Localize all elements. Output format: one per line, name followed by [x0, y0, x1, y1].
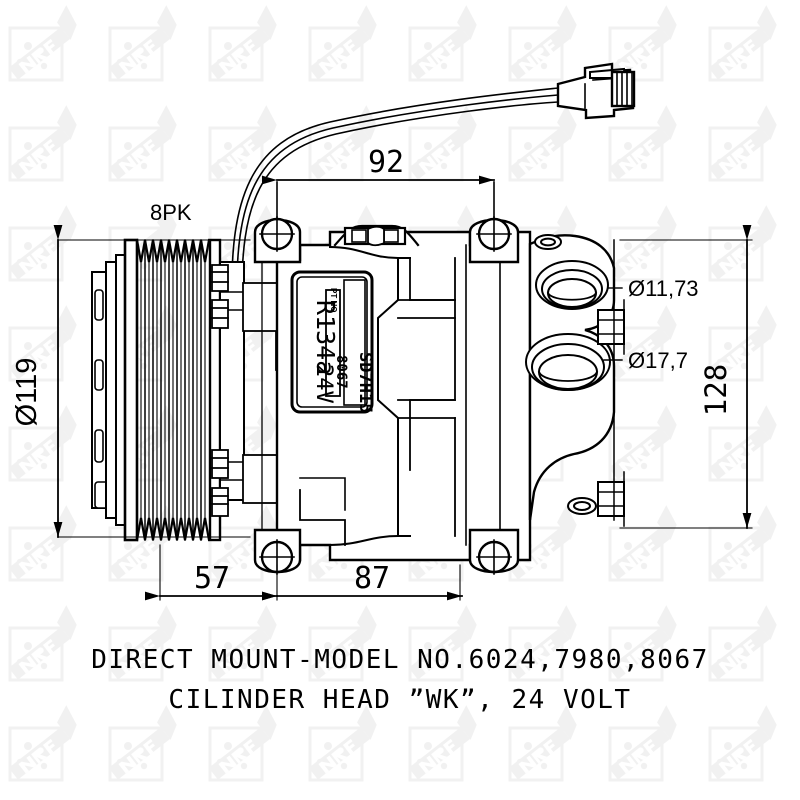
dimension-label-port-large: Ø17,7	[628, 348, 688, 373]
nameplate	[290, 270, 374, 414]
nameplate-voltage: 24V	[311, 364, 336, 404]
rear-head-ports	[525, 234, 625, 527]
belt-type-label: 8PK	[150, 200, 192, 225]
port-upper	[535, 260, 609, 310]
nameplate-part-number-caption: PT NO	[329, 288, 338, 312]
nameplate-part-number: 8067	[333, 355, 349, 389]
dimension-label-92: 92	[368, 145, 404, 180]
dimension-label-119: Ø119	[11, 358, 43, 427]
port-leader-lines	[603, 287, 623, 361]
clutch-wire-harness	[231, 87, 559, 305]
clutch-pulley-assembly	[91, 238, 222, 542]
mounting-ears	[253, 216, 520, 575]
nameplate-model: SD7H15	[355, 352, 375, 413]
dimension-label-57: 57	[194, 561, 230, 596]
dimension-label-87: 87	[354, 561, 390, 596]
electrical-connector	[556, 62, 636, 120]
rear-head-bolt-eyes	[534, 234, 597, 515]
nameplate-refrigerant: R134a	[311, 300, 340, 375]
port-lower	[525, 333, 611, 391]
dimension-label-port-small: Ø11,73	[628, 276, 699, 301]
dimension-label-128: 128	[699, 364, 733, 416]
witness-lines	[57, 239, 753, 601]
front-housing	[211, 237, 278, 541]
